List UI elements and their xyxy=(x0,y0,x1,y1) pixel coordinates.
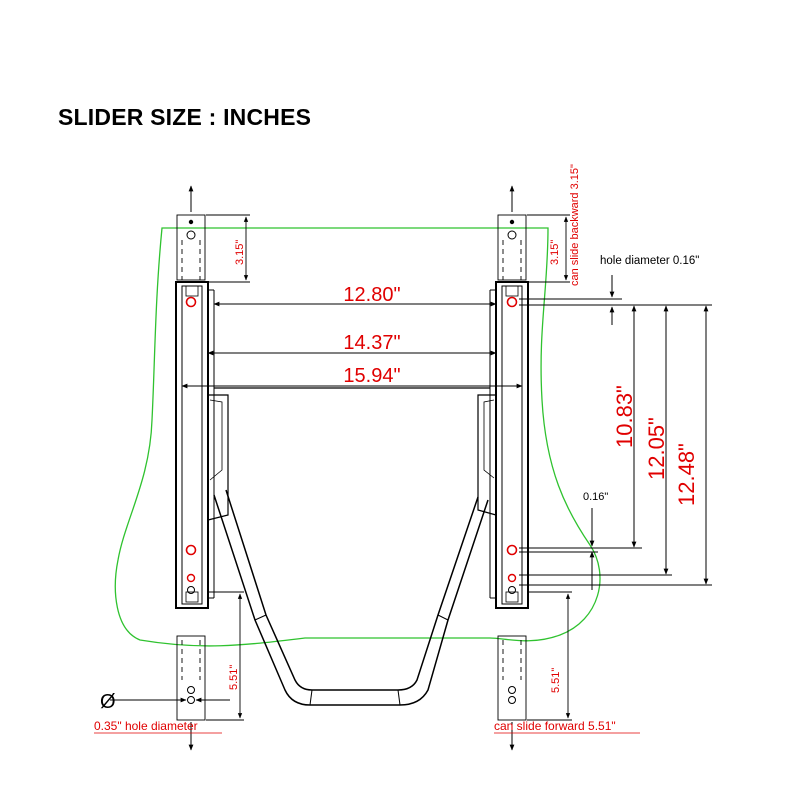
length-label-c: 12.48" xyxy=(674,443,699,506)
fwd-travel-left-dim xyxy=(206,591,244,721)
fwd-travel-right-label: 5.51" xyxy=(550,668,562,693)
fwd-travel-right-dim xyxy=(527,591,572,721)
back-travel-left-dim xyxy=(206,214,250,283)
width-label-inner: 12.80" xyxy=(343,284,400,306)
length-label-a: 10.83" xyxy=(612,385,637,448)
width-label-outer: 15.94" xyxy=(343,365,400,387)
hole-diameter-top-leader xyxy=(519,275,622,325)
fwd-travel-left-label: 5.51" xyxy=(228,665,240,690)
hole-diameter-bottom-note: 0.35" hole diameter xyxy=(94,719,198,733)
diameter-symbol: Ø xyxy=(100,691,116,713)
diagram-title: SLIDER SIZE : INCHES xyxy=(58,104,312,130)
hole-diameter-top-note: hole diameter 0.16" xyxy=(600,255,699,267)
travel-arrows xyxy=(188,185,515,751)
length-dimension-lines xyxy=(519,304,712,586)
small-offset-leader xyxy=(519,508,598,590)
width-label-mid: 14.37" xyxy=(343,332,400,354)
back-travel-right-dim xyxy=(527,214,570,283)
seat-outline xyxy=(114,227,601,647)
left-rail xyxy=(175,214,229,721)
slide-backward-note: can slide backward 3.15" xyxy=(569,164,581,286)
slide-forward-note: can slide forward 5.51" xyxy=(494,719,616,733)
release-bar xyxy=(213,489,489,706)
right-rail xyxy=(477,214,529,721)
back-travel-left-label: 3.15" xyxy=(234,240,246,265)
length-label-b: 12.05" xyxy=(644,417,669,480)
small-offset-label: 0.16" xyxy=(583,491,608,503)
width-dimension-lines xyxy=(181,301,523,389)
back-travel-right-label: 3.15" xyxy=(549,240,561,265)
